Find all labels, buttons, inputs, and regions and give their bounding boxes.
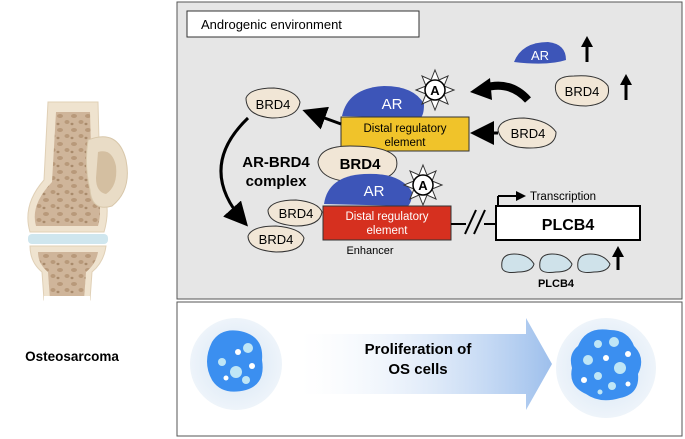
cell-right-vacuoles xyxy=(581,337,631,395)
androgen-lower-icon xyxy=(402,163,444,207)
loop-arrow xyxy=(219,116,250,227)
brd4-top-right-label: BRD4 xyxy=(565,84,600,99)
brd4-complex-label: BRD4 xyxy=(340,156,381,173)
brd4-incoming-shape xyxy=(497,117,557,149)
brd4-lower-a-label: BRD4 xyxy=(279,206,314,221)
up-arrow-icon xyxy=(581,36,593,62)
plcb4-protein-group xyxy=(501,253,611,273)
androgen-upper-label: A xyxy=(430,83,440,98)
brd4-incoming-label: BRD4 xyxy=(511,126,546,141)
ar-lower-shape xyxy=(324,173,412,206)
up-arrow-icon xyxy=(612,246,624,270)
complex-label-line2: complex xyxy=(246,173,308,190)
osteosarcoma-label: Osteosarcoma xyxy=(25,349,119,364)
ar-lower-label: AR xyxy=(364,183,385,200)
cell-right xyxy=(570,329,642,401)
joint-cartilage xyxy=(28,234,108,244)
brd4-left-loop-label: BRD4 xyxy=(256,97,291,112)
femur-marrow xyxy=(34,112,100,226)
ar-upper-label: AR xyxy=(382,96,403,113)
androgen-lower-label: A xyxy=(418,178,428,193)
plcb4-gene-label: PLCB4 xyxy=(542,217,595,234)
transcription-label: Transcription xyxy=(530,191,596,203)
dre-lower-line1: Distal regulatory xyxy=(345,211,428,223)
title-text: Androgenic environment xyxy=(201,17,342,32)
proliferation-line2: OS cells xyxy=(388,361,447,378)
plcb4-protein-label: PLCB4 xyxy=(538,278,575,290)
ar-floating-shape xyxy=(514,42,566,64)
dre-upper-line2: element xyxy=(385,137,427,149)
brd4-lower-b-label: BRD4 xyxy=(259,232,294,247)
complex-label-line1: AR-BRD4 xyxy=(242,154,310,171)
dre-upper-box xyxy=(340,116,470,152)
androgen-upper-icon xyxy=(414,68,456,112)
up-arrow-icon xyxy=(620,74,632,100)
proliferation-arrow xyxy=(300,318,552,410)
dre-upper-line1: Distal regulatory xyxy=(363,123,446,135)
dre-lower-line2: element xyxy=(367,225,409,237)
arrow-dre-to-brd4 xyxy=(302,106,342,130)
proliferation-line1: Proliferation of xyxy=(365,341,473,358)
cell-left xyxy=(207,330,263,392)
enhancer-label: Enhancer xyxy=(346,245,393,257)
transcription-arrow xyxy=(497,191,526,206)
curved-recruit-arrow xyxy=(470,78,531,103)
brd4-lower-a-shape xyxy=(267,199,323,227)
cell-left-vacuoles xyxy=(218,343,255,384)
bone-illustration xyxy=(27,101,128,304)
dre-lower-box xyxy=(322,205,452,241)
ar-upper-shape xyxy=(342,86,424,118)
brd4-left-loop-shape xyxy=(245,87,301,119)
plcb4-gene-box xyxy=(495,205,641,241)
brd4-top-right-shape xyxy=(554,75,610,107)
brd4-lower-b-shape xyxy=(247,225,305,253)
dna-line xyxy=(451,209,496,235)
title-box xyxy=(186,10,420,38)
ar-floating-label: AR xyxy=(531,48,549,63)
